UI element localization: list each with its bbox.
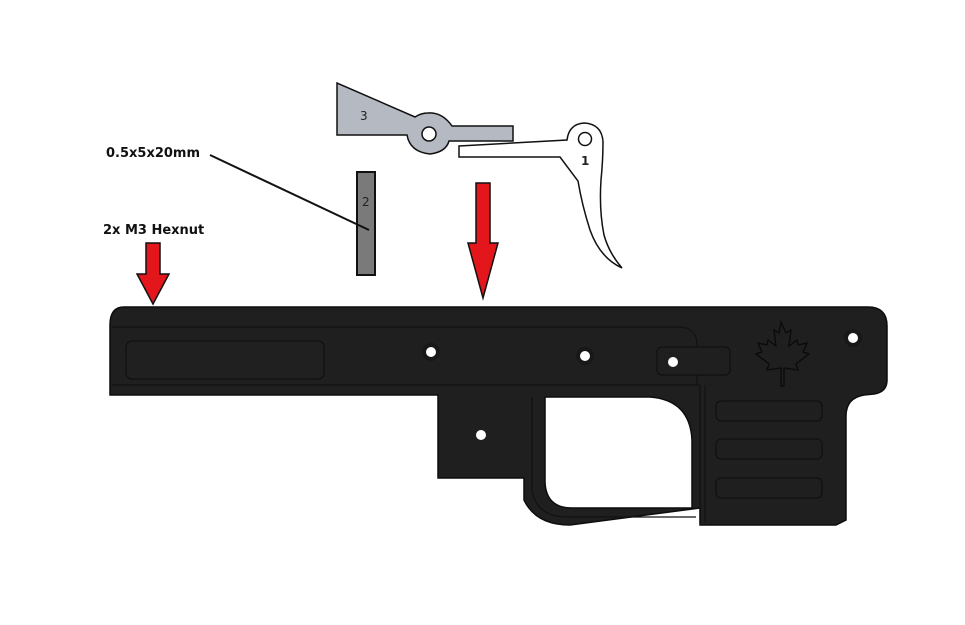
part-number-2: 2 bbox=[362, 195, 370, 209]
grip-slot bbox=[715, 477, 823, 499]
frame bbox=[109, 306, 888, 526]
trigger-guard-opening bbox=[544, 396, 693, 509]
mounting-hole bbox=[426, 347, 436, 357]
hexnut-label: 2x M3 Hexnut bbox=[103, 223, 205, 238]
frame-panel-recess bbox=[125, 340, 325, 380]
mounting-hole bbox=[580, 351, 590, 361]
grip-slot bbox=[715, 400, 823, 422]
frame-front-tab bbox=[656, 346, 731, 376]
parts-insert-arrow bbox=[467, 182, 499, 301]
spring-spec-label: 0.5x5x20mm bbox=[106, 146, 201, 161]
hexnut-insert-arrow bbox=[135, 242, 171, 306]
part-number-3: 3 bbox=[360, 109, 368, 123]
trigger-pivot-hole bbox=[577, 131, 593, 147]
mounting-hole bbox=[668, 357, 678, 367]
part-1-trigger: 1 bbox=[458, 122, 623, 269]
mounting-hole bbox=[476, 430, 486, 440]
part-3-sear: 3 bbox=[336, 81, 514, 155]
maple-leaf-icon bbox=[754, 319, 811, 387]
spec-leader-line bbox=[209, 154, 370, 231]
part-number-1: 1 bbox=[581, 154, 589, 168]
part-2-spring-bar: 2 bbox=[356, 171, 376, 276]
mounting-hole bbox=[848, 333, 858, 343]
grip-slot bbox=[715, 438, 823, 460]
sear-pivot-hole bbox=[421, 126, 437, 142]
frame-holes bbox=[422, 329, 862, 440]
